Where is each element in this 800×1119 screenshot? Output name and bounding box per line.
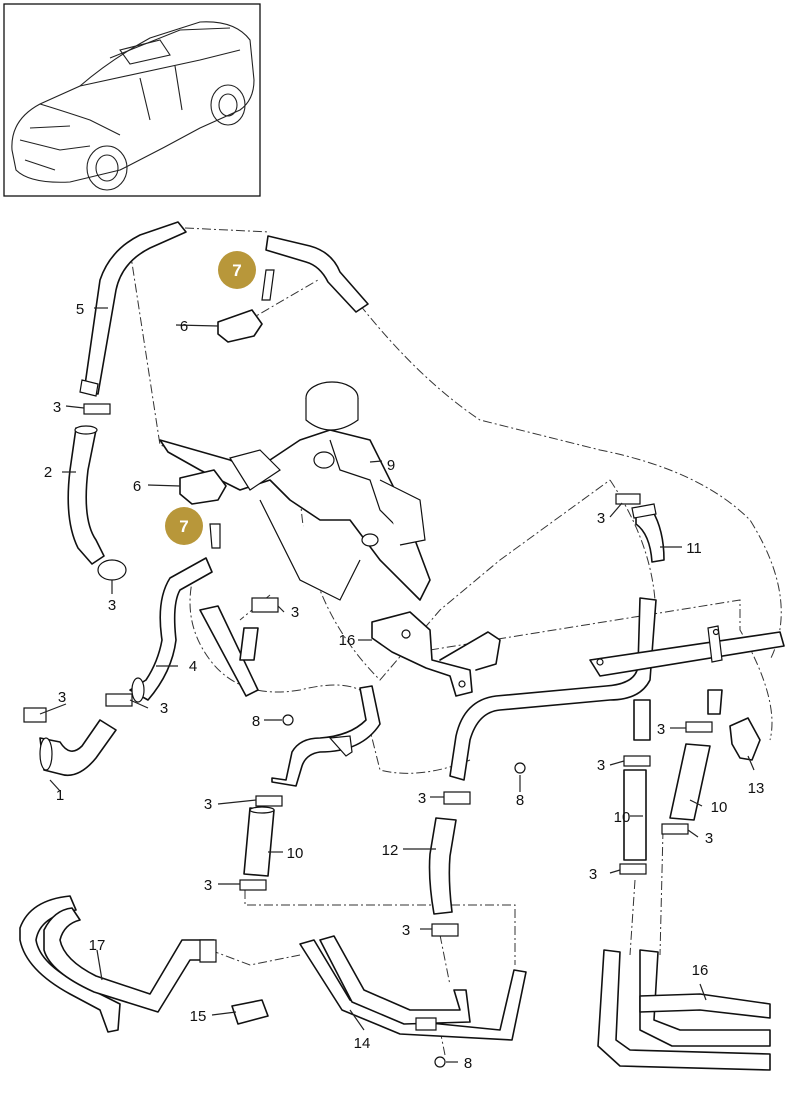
callout-7-upper[interactable]: 7	[218, 251, 256, 289]
hose-center-left	[271, 685, 381, 787]
nuts-8	[282, 714, 526, 1068]
clamps-3	[23, 403, 713, 937]
hose-10-right	[623, 689, 723, 861]
hose-5	[79, 221, 187, 397]
hose-12	[428, 817, 457, 915]
hose-17	[19, 895, 217, 1033]
callout-6[interactable]: 6	[133, 478, 141, 495]
part-13	[729, 717, 761, 761]
callout-4[interactable]: 4	[189, 658, 197, 675]
hose-4	[129, 557, 213, 703]
callout-9[interactable]: 9	[387, 457, 395, 474]
clamp-15	[231, 999, 269, 1025]
callout-6[interactable]: 6	[180, 318, 188, 335]
bracket-16-upper	[371, 611, 501, 697]
callout-13[interactable]: 13	[748, 780, 765, 797]
hose-1	[39, 719, 117, 777]
callout-3[interactable]: 3	[418, 790, 426, 807]
callout-16[interactable]: 16	[692, 962, 709, 979]
pipe-16-lower	[597, 949, 771, 1071]
callout-15[interactable]: 15	[190, 1008, 207, 1025]
pipe-14	[299, 935, 527, 1041]
callout-3[interactable]: 3	[53, 399, 61, 416]
clamp-6-upper	[217, 309, 263, 343]
callout-8[interactable]: 8	[252, 713, 260, 730]
leader-lines	[39, 307, 755, 1063]
callout-16[interactable]: 16	[339, 632, 356, 649]
callout-3[interactable]: 3	[291, 604, 299, 621]
callout-3[interactable]: 3	[597, 757, 605, 774]
valve-assembly-9	[159, 381, 431, 601]
callout-11[interactable]: 11	[686, 540, 702, 557]
callout-3[interactable]: 3	[597, 510, 605, 527]
callout-8[interactable]: 8	[464, 1055, 472, 1072]
callout-labels: 1 2 3 3 3 3 3 3 3 3 3 3 3 3 3 3 4 5 6 6 …	[44, 301, 765, 1072]
callout-7-lower[interactable]: 7	[165, 507, 203, 545]
callout-3[interactable]: 3	[160, 700, 168, 717]
pipe-assembly-center	[449, 597, 785, 781]
callout-5[interactable]: 5	[76, 301, 84, 318]
hose-top	[265, 235, 369, 313]
hose-11	[631, 503, 665, 563]
callout-10[interactable]: 10	[287, 845, 304, 862]
vehicle-icon	[11, 21, 255, 191]
callout-12[interactable]: 12	[382, 842, 399, 859]
clamp-6-lower	[179, 469, 227, 505]
callout-3[interactable]: 3	[58, 689, 66, 706]
pipe-mid	[199, 605, 259, 697]
callout-3[interactable]: 3	[204, 796, 212, 813]
bolt-icon	[209, 269, 275, 549]
callout-1[interactable]: 1	[56, 787, 64, 804]
callout-3[interactable]: 3	[657, 721, 665, 738]
hose-2	[67, 425, 105, 565]
callout-8[interactable]: 8	[516, 792, 524, 809]
hose-10-center	[243, 806, 275, 877]
callout-2[interactable]: 2	[44, 464, 52, 481]
callout-3[interactable]: 3	[402, 922, 410, 939]
callout-17[interactable]: 17	[89, 937, 106, 954]
vehicle-inset	[3, 3, 261, 197]
callout-3[interactable]: 3	[705, 830, 713, 847]
callout-7-upper-label: 7	[232, 261, 241, 280]
callout-3[interactable]: 3	[108, 597, 116, 614]
callout-7-lower-label: 7	[179, 517, 188, 536]
callout-10[interactable]: 10	[614, 809, 631, 826]
callout-14[interactable]: 14	[354, 1035, 371, 1052]
callout-3[interactable]: 3	[589, 866, 597, 883]
callout-10[interactable]: 10	[711, 799, 728, 816]
callout-3[interactable]: 3	[204, 877, 212, 894]
